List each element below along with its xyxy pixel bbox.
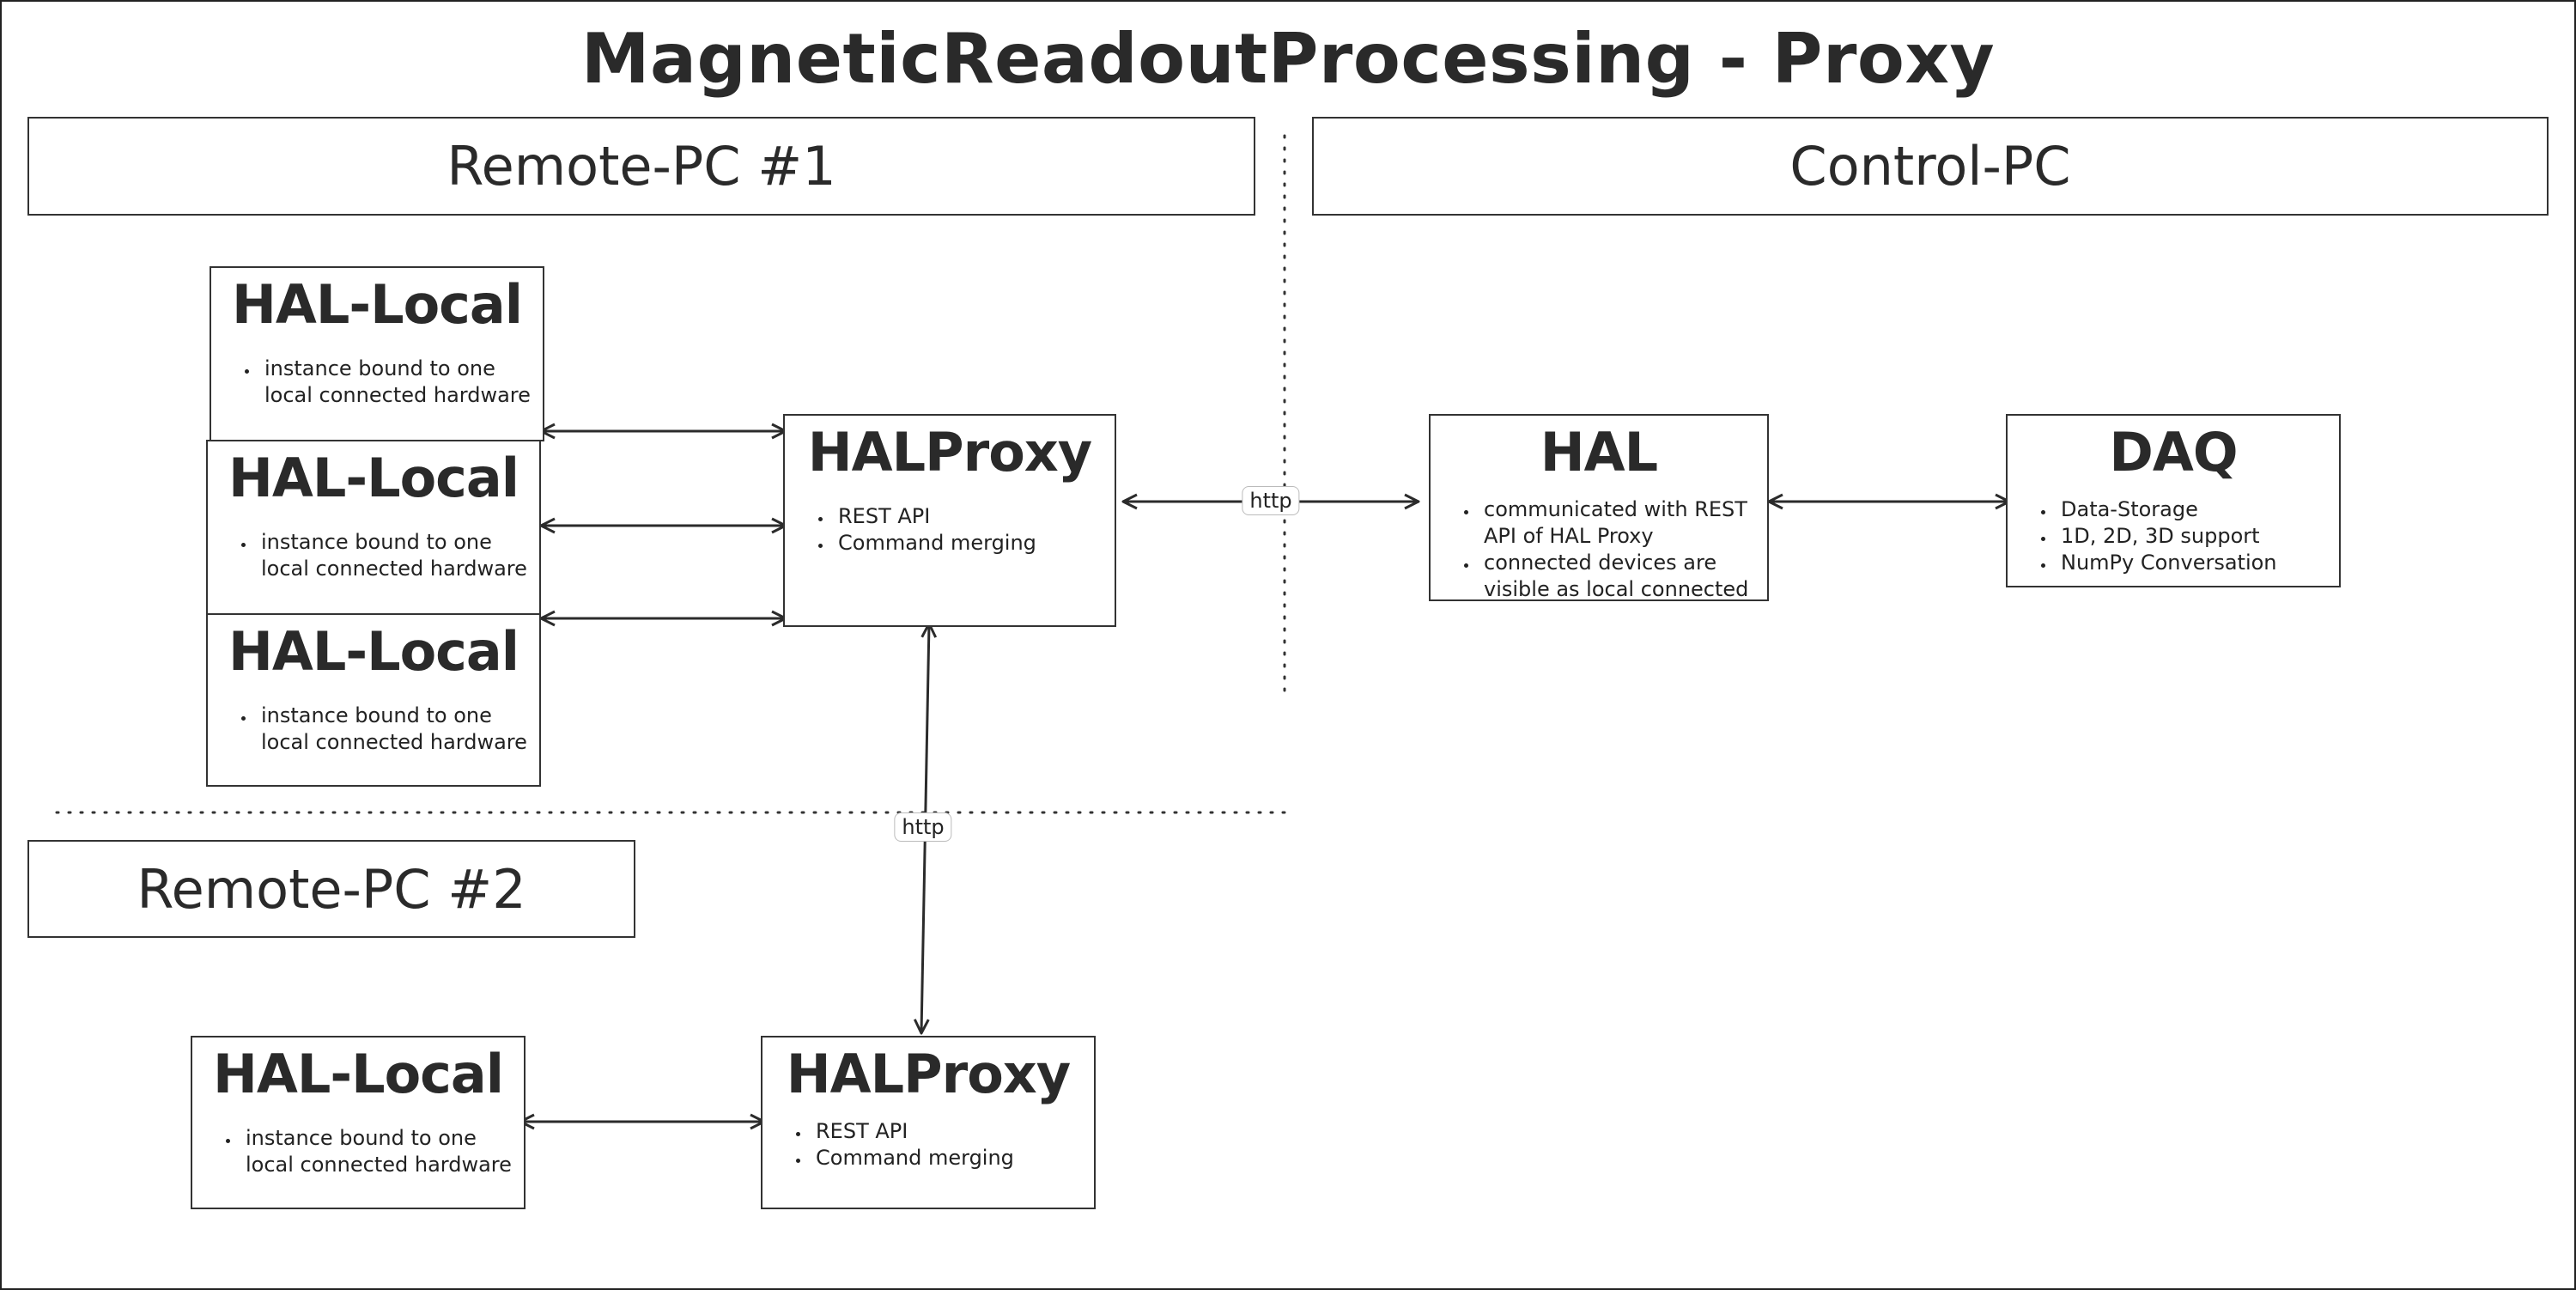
node-bullet-list: instance bound to one local connected ha… (213, 703, 534, 756)
node-title: HAL-Local (231, 273, 523, 336)
node-bullet: 1D, 2D, 3D support (2056, 523, 2334, 550)
node-hal-local-1[interactable]: HAL-Local instance bound to one local co… (210, 266, 544, 441)
node-bullet: instance bound to one local connected ha… (240, 1125, 519, 1178)
node-title: HALProxy (786, 1043, 1071, 1105)
node-bullet: NumPy Conversation (2056, 550, 2334, 576)
node-bullet: Command merging (811, 1145, 1089, 1171)
node-hal-local-3[interactable]: HAL-Local instance bound to one local co… (206, 613, 541, 787)
node-bullet-list: instance bound to one local connected ha… (216, 356, 538, 409)
node-halproxy-1[interactable]: HALProxy REST API Command merging (783, 414, 1116, 627)
node-hal[interactable]: HAL communicated with REST API of HAL Pr… (1429, 414, 1769, 601)
section-control-pc: Control-PC (1312, 117, 2549, 216)
node-hal-local-4[interactable]: HAL-Local instance bound to one local co… (191, 1036, 526, 1209)
node-title: HAL-Local (212, 1043, 504, 1105)
node-daq[interactable]: DAQ Data-Storage 1D, 2D, 3D support NumP… (2006, 414, 2341, 587)
node-hal-local-2[interactable]: HAL-Local instance bound to one local co… (206, 440, 541, 615)
node-bullet-list: communicated with REST API of HAL Proxy … (1436, 496, 1762, 603)
node-bullet-list: REST API Command merging (790, 503, 1109, 557)
edge-label-http-vertical: http (894, 812, 952, 842)
section-remote-pc-1: Remote-PC #1 (27, 117, 1255, 216)
node-bullet-list: Data-Storage 1D, 2D, 3D support NumPy Co… (2013, 496, 2334, 576)
node-bullet-list: REST API Command merging (768, 1118, 1089, 1171)
node-bullet: connected devices are visible as local c… (1479, 550, 1762, 603)
node-halproxy-2[interactable]: HALProxy REST API Command merging (761, 1036, 1096, 1209)
node-bullet: communicated with REST API of HAL Proxy (1479, 496, 1762, 550)
diagram-title: MagneticReadoutProcessing - Proxy (580, 19, 1996, 99)
node-bullet: REST API (833, 503, 1109, 530)
node-bullet-list: instance bound to one local connected ha… (197, 1125, 519, 1178)
node-title: HALProxy (807, 421, 1092, 484)
node-title: HAL-Local (228, 447, 519, 509)
node-bullet: instance bound to one local connected ha… (256, 529, 534, 582)
node-bullet: Command merging (833, 530, 1109, 557)
node-title: DAQ (2109, 421, 2238, 484)
node-bullet: REST API (811, 1118, 1089, 1145)
node-title: HAL-Local (228, 620, 519, 683)
section-remote-pc-2: Remote-PC #2 (27, 840, 635, 938)
node-title: HAL (1540, 421, 1658, 484)
node-bullet: Data-Storage (2056, 496, 2334, 523)
node-bullet-list: instance bound to one local connected ha… (213, 529, 534, 582)
node-bullet: instance bound to one local connected ha… (256, 703, 534, 756)
node-bullet: instance bound to one local connected ha… (259, 356, 538, 409)
edge-label-http-horizontal: http (1242, 486, 1300, 515)
